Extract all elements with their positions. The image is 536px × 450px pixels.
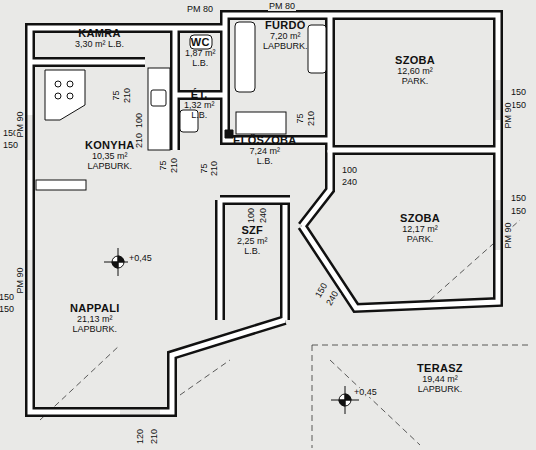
room-info: 21,13 m² <box>70 314 120 324</box>
dimension-label: 75 <box>159 159 168 171</box>
room-name: ÉT. <box>184 88 215 100</box>
room-name: KONYHA <box>85 139 134 151</box>
dimension-label: 150 <box>510 101 527 110</box>
room-name: SZF <box>237 224 268 236</box>
room-info: 7,24 m² <box>233 146 297 156</box>
room-label: KONYHA10,35 m²LAPBURK. <box>85 139 134 171</box>
room-info: PARK. <box>395 76 435 86</box>
dimension-label: PM 90 <box>16 266 25 294</box>
dimension-label: 240 <box>324 289 340 308</box>
dimension-label: 150 <box>0 305 15 314</box>
room-name: FÜRDŐ <box>263 19 308 31</box>
room-label: ELŐSZOBA7,24 m²L.B. <box>233 134 297 166</box>
room-info: 10,35 m² <box>85 151 134 161</box>
room-info: LAPBURK. <box>85 161 134 171</box>
room-label: SZF2,25 m²L.B. <box>237 224 268 256</box>
dimension-label: PM 90 <box>16 110 25 138</box>
room-info: LAPBURK. <box>263 41 308 51</box>
fixtures <box>36 22 326 190</box>
dimension-label: 150 <box>2 141 19 150</box>
dimension-label: +0,45 <box>128 254 153 263</box>
dimension-label: 210 <box>135 132 144 149</box>
room-info: 12,17 m² <box>400 224 440 234</box>
room-info: 1,87 m² <box>185 48 216 58</box>
dimension-label: 100 <box>135 112 144 129</box>
room-label: SZOBA12,60 m²PARK. <box>395 54 435 86</box>
dimension-label: 210 <box>210 160 219 177</box>
room-info: LAPBURK. <box>70 324 120 334</box>
room-info: 3,30 m² L.B. <box>75 39 124 49</box>
dimension-label: 210 <box>150 428 159 445</box>
dimension-label: PM 90 <box>504 101 513 129</box>
room-name: ELŐSZOBA <box>233 134 297 146</box>
room-name: TERASZ <box>417 362 463 374</box>
room-info: 19,44 m² <box>417 374 463 384</box>
room-name: WC <box>185 36 216 48</box>
room-info: L.B. <box>184 110 215 120</box>
room-name: NAPPALI <box>70 302 120 314</box>
dimension-label: 75 <box>112 89 121 101</box>
dimension-label: 210 <box>307 110 316 127</box>
room-label: ÉT.1,32 m²L.B. <box>184 88 215 120</box>
room-info: L.B. <box>237 246 268 256</box>
dimension-label: PM 90 <box>504 221 513 249</box>
room-info: 2,25 m² <box>237 236 268 246</box>
dimension-label: 100 <box>341 166 358 175</box>
room-info: L.B. <box>233 156 297 166</box>
room-info: L.B. <box>185 58 216 68</box>
dimension-label: 240 <box>259 207 268 224</box>
room-label: FÜRDŐ7,20 m²LAPBURK. <box>263 19 308 51</box>
level-marker <box>104 248 359 414</box>
room-name: SZOBA <box>400 212 440 224</box>
dimension-label: 150 <box>510 88 527 97</box>
room-label: NAPPALI21,13 m²LAPBURK. <box>70 302 120 334</box>
room-info: 12,60 m² <box>395 66 435 76</box>
room-label: TERASZ19,44 m²LAPBURK. <box>417 362 463 394</box>
dimension-label: 120 <box>136 428 145 445</box>
room-label: SZOBA12,17 m²PARK. <box>400 212 440 244</box>
room-info: 7,20 m² <box>263 31 308 41</box>
room-label: WC1,87 m²L.B. <box>185 36 216 68</box>
dimension-label: +0,45 <box>353 388 378 397</box>
dimension-label: 150 <box>0 293 15 302</box>
dimension-label: 100 <box>247 207 256 224</box>
dimension-label: 150 <box>510 194 527 203</box>
room-name: SZOBA <box>395 54 435 66</box>
room-info: LAPBURK. <box>417 384 463 394</box>
dimension-label: 75 <box>200 162 209 174</box>
dimension-label: 210 <box>123 87 132 104</box>
dimension-label: 210 <box>170 157 179 174</box>
room-info: 1,32 m² <box>184 100 215 110</box>
walls <box>27 15 501 415</box>
dimension-label: 150 <box>510 207 527 216</box>
room-name: KAMRA <box>75 27 124 39</box>
dimension-label: 75 <box>296 112 305 124</box>
room-label: KAMRA3,30 m² L.B. <box>75 27 124 49</box>
dimension-label: PM 80 <box>186 5 214 14</box>
dimension-label: 240 <box>341 178 358 187</box>
dimension-label: PM 80 <box>268 2 296 11</box>
room-info: PARK. <box>400 234 440 244</box>
